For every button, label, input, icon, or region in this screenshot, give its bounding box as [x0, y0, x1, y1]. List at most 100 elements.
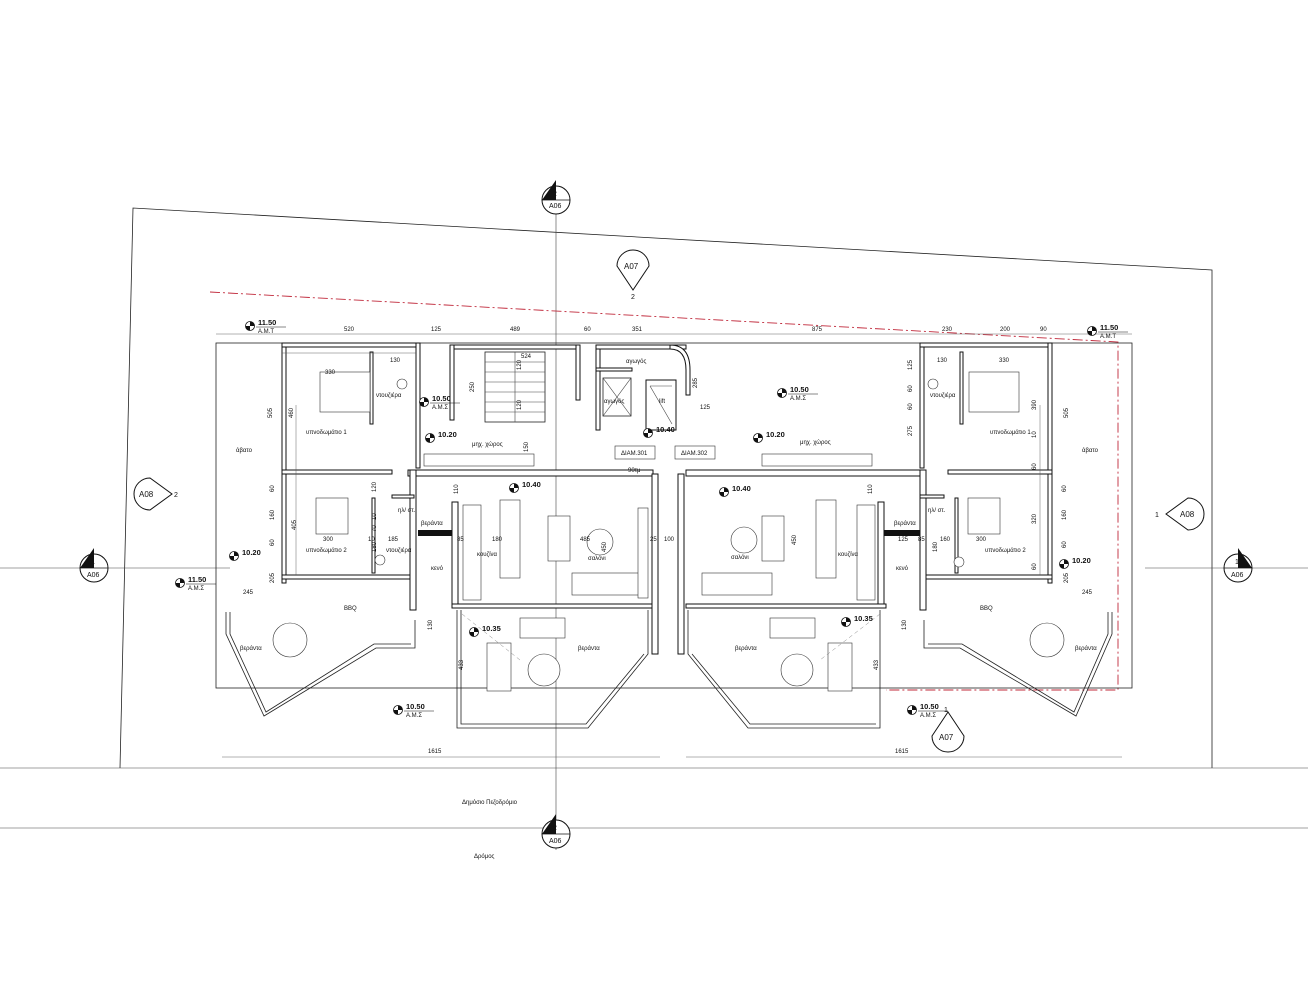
dim: 60	[270, 485, 276, 492]
level-value: 11.50	[1100, 323, 1118, 332]
label-shower-tr: ντουζιέρα	[930, 392, 956, 399]
level-symbol-quadrant	[753, 438, 758, 443]
level-label: Α.Μ.Σ	[432, 405, 448, 411]
label-veranda-r1: βεράντα	[735, 645, 757, 652]
dim: 245	[243, 590, 254, 596]
dim: 330	[325, 370, 336, 376]
level-value: 10.20	[242, 548, 261, 557]
dim: 120	[372, 481, 378, 492]
dim: 433	[874, 659, 880, 670]
level-symbol-quadrant	[430, 433, 435, 438]
elev-left-num: 2	[174, 492, 178, 499]
level-label: Α.Μ.Σ	[920, 713, 936, 719]
dim-top-5: 351	[632, 327, 643, 333]
apt-left-tag: ΔΙΑΜ.301	[621, 451, 648, 457]
section-top-ref: A06	[549, 203, 562, 210]
dim-top-7: 230	[942, 327, 953, 333]
level-marker: 10.20	[229, 548, 261, 561]
level-symbol-quadrant	[245, 326, 250, 331]
level-symbol-quadrant	[912, 705, 917, 710]
level-value: 10.35	[854, 614, 873, 623]
section-marker-bottom: 2 A06	[541, 814, 571, 849]
level-symbol-quadrant	[175, 583, 180, 588]
level-marker: 10.50Α.Μ.Σ	[777, 385, 818, 402]
level-value: 10.20	[1072, 556, 1091, 565]
level-value: 10.20	[438, 430, 457, 439]
level-value: 10.35	[482, 624, 501, 633]
dim: 180	[492, 537, 503, 543]
dim-top-8: 200	[1000, 327, 1011, 333]
level-symbol-quadrant	[1064, 559, 1069, 564]
label-veranda-l1: βεράντα	[240, 645, 262, 652]
dim: 130	[937, 358, 948, 364]
elev-right-num: 1	[1155, 512, 1159, 519]
label-bed1-right: υπνοδωμάτιο 1	[990, 429, 1031, 436]
dim: 60	[270, 539, 276, 546]
label-keno-left: κενό	[431, 565, 444, 572]
level-symbol-quadrant	[777, 393, 782, 398]
dim: 130	[428, 619, 434, 630]
verandas	[225, 610, 1113, 729]
level-symbol-quadrant	[643, 433, 648, 438]
label-mech-left: μηχ. χώρος	[472, 442, 503, 448]
dim: 245	[1082, 590, 1093, 596]
level-marker: 10.40	[719, 484, 751, 497]
dim: 300	[323, 537, 334, 543]
level-symbol-quadrant	[1092, 326, 1097, 331]
level-marker: 10.20	[425, 430, 457, 443]
section-right-num: 1	[1235, 559, 1239, 566]
dim: 60	[1062, 485, 1068, 492]
dim: 60	[908, 403, 914, 410]
level-label: Α.Μ.Σ	[406, 713, 422, 719]
level-symbol-quadrant	[419, 402, 424, 407]
level-value: 10.50	[920, 702, 939, 711]
section-marker-top: 2 A06	[541, 180, 571, 215]
level-marker: 10.50Α.Μ.Σ	[393, 702, 434, 719]
level-marker: 10.35	[841, 614, 873, 627]
elevation-marker-left: A08 2	[133, 477, 178, 511]
label-bed1-left: υπνοδωμάτιο 1	[306, 429, 347, 436]
dim: 60	[908, 385, 914, 392]
dim: 205	[270, 572, 276, 583]
level-marker: 10.50Α.Μ.Σ	[907, 702, 948, 719]
elev-right-ref: A08	[1180, 510, 1195, 519]
label-aithrio-mid: αγωγός	[604, 398, 624, 405]
dim: 110	[454, 484, 460, 494]
dim: 60	[1062, 541, 1068, 548]
dim: 160	[270, 509, 276, 520]
level-symbol-quadrant	[234, 551, 239, 556]
level-symbol-quadrant	[509, 488, 514, 493]
dim-top-4: 60	[584, 327, 591, 333]
level-symbol-quadrant	[1059, 564, 1064, 569]
level-marker: 10.40	[509, 480, 541, 493]
dim-bottom-right: 1615	[895, 749, 909, 755]
level-marker: 10.35	[469, 624, 501, 637]
dim: 10	[372, 513, 378, 520]
level-marker: 11.50Α.Μ.Τ	[1087, 323, 1128, 340]
dim: 405	[292, 519, 298, 530]
dim: 125	[898, 537, 909, 543]
label-abato-left: άβατο	[236, 447, 253, 454]
level-symbol-quadrant	[758, 433, 763, 438]
level-value: 10.50	[406, 702, 425, 711]
dim: 10	[1032, 431, 1038, 438]
site-lines	[0, 206, 1308, 850]
level-symbol-quadrant	[250, 321, 255, 326]
level-label: Α.Μ.Σ	[188, 586, 204, 592]
level-value: 10.40	[656, 425, 675, 434]
dim: 160	[940, 537, 951, 543]
coverage-boundary	[209, 291, 1119, 691]
dim: 130	[902, 619, 908, 630]
dim: 505	[1064, 407, 1070, 418]
level-symbol-quadrant	[229, 556, 234, 561]
top-dimensions: 520 125 489 60 351 875 230 200 90	[344, 327, 1047, 333]
level-marker: 10.20	[753, 430, 785, 443]
dim: 180	[933, 541, 939, 552]
dim: 300	[976, 537, 987, 543]
level-value: 10.20	[766, 430, 785, 439]
dim: 125	[700, 405, 711, 411]
dim-top-3: 489	[510, 327, 521, 333]
dim: 450	[602, 541, 608, 552]
area-label: 90τμ	[628, 468, 641, 474]
dim-bottom-left: 1615	[428, 749, 442, 755]
